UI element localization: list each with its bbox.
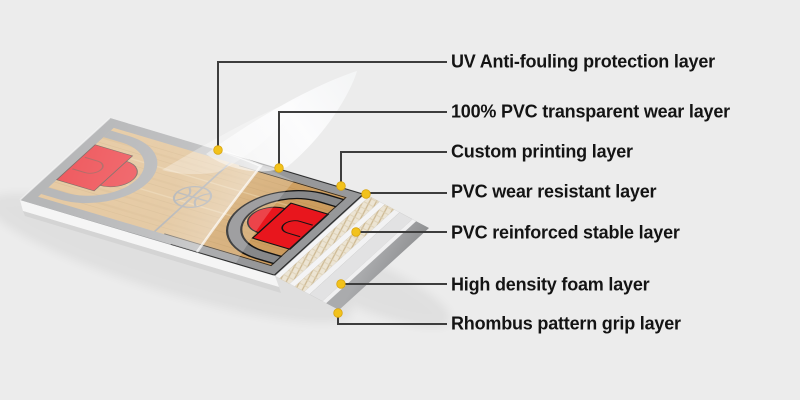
layer-stack bbox=[274, 193, 429, 310]
leader-line-uv bbox=[217, 61, 447, 150]
restricted-arc-right bbox=[281, 220, 314, 238]
marker-wear-resistant bbox=[361, 189, 371, 199]
transparent-film-group bbox=[20, 71, 357, 263]
band-grip bbox=[326, 221, 429, 310]
film-sheen-wedge bbox=[197, 166, 294, 263]
marker-foam bbox=[336, 279, 346, 289]
leader-line-printing bbox=[340, 151, 447, 186]
marker-grip bbox=[333, 308, 343, 318]
peel-curl bbox=[206, 71, 357, 172]
layer-label-wear-resistant: PVC wear resistant layer bbox=[451, 181, 657, 202]
marker-printing bbox=[336, 181, 346, 191]
marker-transparent-wear bbox=[274, 163, 284, 173]
layer-label-uv: UV Anti-fouling protection layer bbox=[451, 51, 715, 72]
three-point-arc-right bbox=[228, 191, 344, 264]
layer-label-reinforced: PVC reinforced stable layer bbox=[451, 222, 680, 243]
side-edge-grey bbox=[23, 211, 281, 293]
side-edge-white bbox=[20, 200, 279, 287]
marker-uv bbox=[213, 145, 223, 155]
leader-line-transparent-wear bbox=[278, 111, 447, 168]
layer-label-printing: Custom printing layer bbox=[451, 141, 633, 162]
layer-label-foam: High density foam layer bbox=[451, 274, 650, 295]
slab-side-edge bbox=[20, 200, 281, 293]
layer-label-transparent-wear: 100% PVC transparent wear layer bbox=[451, 101, 730, 122]
callout-markers bbox=[213, 145, 371, 318]
layer-label-grip: Rhombus pattern grip layer bbox=[451, 313, 681, 334]
transparent-film bbox=[20, 118, 261, 252]
free-throw-arc-right bbox=[246, 206, 287, 234]
marker-reinforced bbox=[351, 227, 361, 237]
